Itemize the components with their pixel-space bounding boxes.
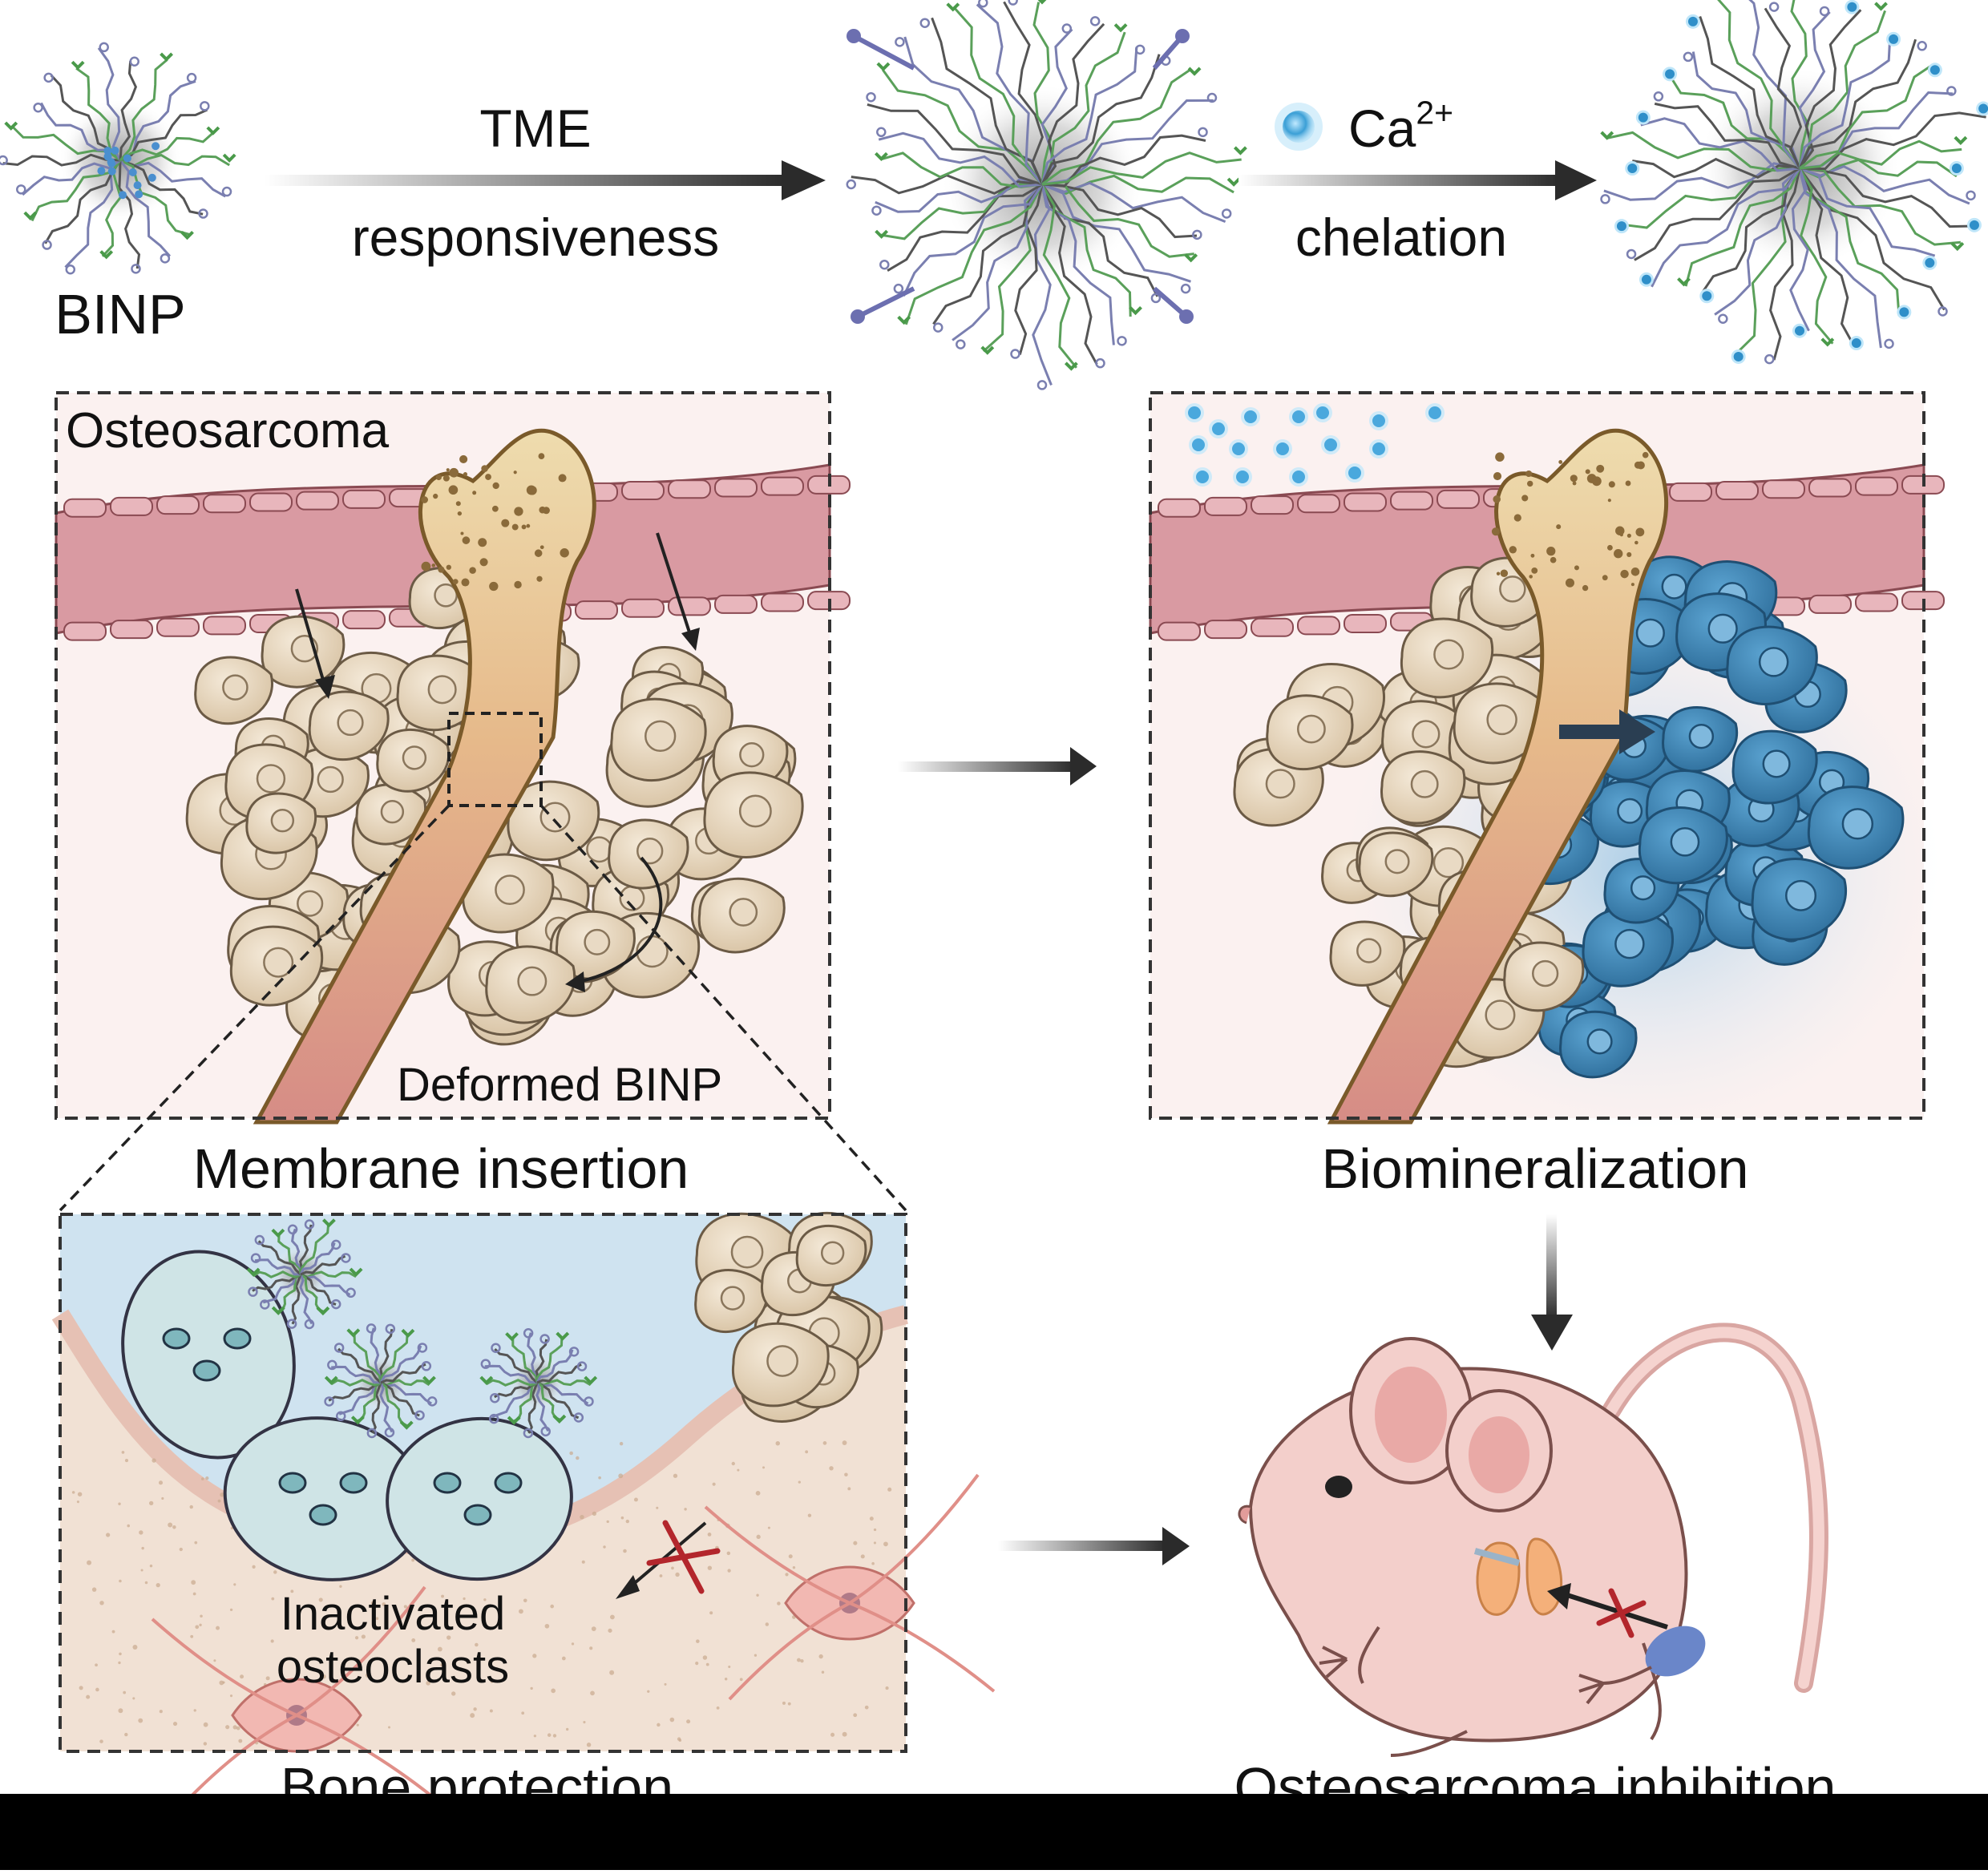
bone-shaft — [253, 429, 596, 1125]
binp-nanoparticle — [0, 42, 236, 275]
membrane-insertion-caption: Membrane insertion — [192, 1137, 689, 1200]
arrow-to-inhibition — [998, 1527, 1190, 1565]
tme-label: TME — [479, 99, 592, 158]
calcium-label: Ca2+ — [1348, 96, 1453, 159]
bone-shaft-right — [1327, 429, 1669, 1125]
chelated-nanoparticle — [1600, 0, 1988, 365]
calcium-symbol: Ca — [1348, 99, 1416, 158]
osteosarcoma-label: Osteosarcoma — [66, 403, 390, 458]
osteoclasts-label: osteoclasts — [276, 1641, 510, 1693]
inactivated-label: Inactivated — [280, 1588, 506, 1640]
expanded-nanoparticle — [846, 0, 1247, 390]
bone-protection-panel — [51, 1212, 996, 1813]
bottom-black-bar — [0, 1794, 1988, 1870]
arrow-to-mouse — [1531, 1214, 1573, 1351]
deformed-binp-label: Deformed BINP — [397, 1059, 723, 1111]
binp-label: BINP — [55, 283, 186, 345]
chelation-arrow — [1238, 160, 1597, 200]
responsiveness-label: responsiveness — [351, 208, 720, 267]
calcium-ion-icon — [1275, 103, 1323, 151]
osteosarcoma-panel — [55, 391, 851, 1125]
biomineralization-panel — [1149, 391, 1945, 1130]
chelation-label: chelation — [1295, 208, 1508, 267]
arrow-to-biomineralization — [898, 747, 1097, 786]
calcium-charge: 2+ — [1416, 94, 1454, 131]
tme-arrow — [265, 160, 826, 200]
mouse-illustration — [1238, 1323, 1828, 1757]
biomineralization-caption: Biomineralization — [1321, 1137, 1749, 1200]
zoom-lines — [59, 804, 907, 1212]
